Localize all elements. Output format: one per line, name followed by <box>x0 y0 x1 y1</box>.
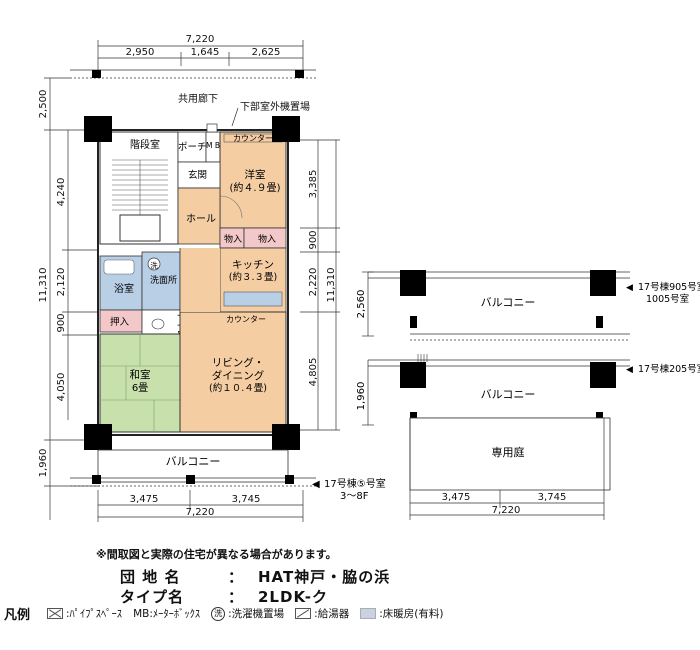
dim-right-part-2: 900 <box>308 230 319 249</box>
counter-top-label: カウンター <box>233 134 273 143</box>
living-size: (約１０.４畳) <box>209 382 267 394</box>
private-garden-label: 専用庭 <box>492 445 525 459</box>
legend-title: 凡例 <box>4 608 31 623</box>
balcony-main-label: バルコニー <box>166 455 221 468</box>
storage-1-label: 物入 <box>224 233 242 245</box>
dim-right-part-4: 4,805 <box>308 358 319 387</box>
western-room-label: 洋室 <box>245 168 266 181</box>
type-row: タイプ名 ： 2LDK-ク <box>120 586 328 607</box>
dim-bottom-part-1: 3,475 <box>130 494 159 505</box>
entrance-label: 玄関 <box>188 169 207 181</box>
dim-right-total: 11,310 <box>326 268 337 303</box>
dim-left-part-1: 4,240 <box>56 178 67 207</box>
living-dining <box>179 311 287 433</box>
legend: 凡例 :ﾊﾟｲﾌﾟｽﾍﾟｰｽ MB:ﾒｰﾀｰﾎﾞｯｸｽ 洗 :洗濯機置場 :給湯… <box>4 604 443 623</box>
alt-bottom-dimensions <box>409 490 605 520</box>
western-room <box>219 131 287 229</box>
floor-plan: 7,220 2,950 1,645 2,625 2,500 11,310 4,2… <box>38 34 700 522</box>
alt-dim-bottom-part-2: 3,745 <box>538 492 567 503</box>
dim-left-total: 11,310 <box>38 268 49 303</box>
top-dimensions <box>70 40 316 79</box>
legend-pipe: :ﾊﾟｲﾌﾟｽﾍﾟｰｽ <box>66 608 123 620</box>
balcony-main: バルコニー <box>70 449 316 487</box>
western-room-size: (約４.９畳) <box>230 181 281 194</box>
main-unit-arrow: ◀ <box>312 479 320 490</box>
water-heater-icon <box>295 608 312 619</box>
storage-2-label: 物入 <box>258 233 276 245</box>
bottom-dimensions <box>97 490 304 522</box>
disclaimer-note: ※間取図と実際の住宅が異なる場合があります。 <box>96 548 337 561</box>
porch: ポーチ M B <box>177 123 221 163</box>
bath-label: 浴室 <box>114 282 134 295</box>
alt-balcony-2: バルコニー 1,960 <box>356 354 630 426</box>
stair-label: 階段室 <box>130 138 160 151</box>
dim-right-part-1: 3,385 <box>308 170 319 199</box>
dim-bottom-part-2: 3,745 <box>232 494 261 505</box>
wash-machine-mark: 洗 <box>150 260 158 270</box>
alt2-tag: 17号棟205号室 <box>638 363 700 375</box>
right-dimensions <box>300 139 340 431</box>
living-dining-upper <box>180 248 220 312</box>
dim-left-part-4: 4,050 <box>56 373 67 402</box>
pipe-space-icon <box>47 608 64 619</box>
main-unit-tag: 17号棟⑤号室 <box>324 477 386 490</box>
living-label: リビング・ <box>212 356 265 369</box>
estate-label: 団 地 名 <box>120 568 181 586</box>
estate-sep: ： <box>228 568 245 586</box>
legend-heater: :給湯器 <box>314 608 350 620</box>
alt-balcony-1-label: バルコニー <box>481 296 536 309</box>
legend-wash: :洗濯機置場 <box>228 608 285 620</box>
legend-mb: MB:ﾒｰﾀｰﾎﾞｯｸｽ <box>133 608 201 620</box>
mb-label: M B <box>206 141 220 150</box>
alt-balcony-1-depth: 2,560 <box>356 290 367 319</box>
washroom-label: 洗面所 <box>150 274 177 286</box>
private-garden: 専用庭 <box>409 417 611 491</box>
dim-top-part-3: 2,625 <box>252 47 281 58</box>
kitchen-label: キッチン <box>232 259 274 271</box>
closet-label: 押入 <box>110 316 130 328</box>
japanese-room-size: 6畳 <box>132 382 148 394</box>
dim-left-bottom: 1,960 <box>38 449 49 478</box>
legend-floor: :床暖房(有料) <box>379 608 444 620</box>
main-unit-floors: 3～8F <box>340 491 369 502</box>
alt-balcony-2-depth: 1,960 <box>356 382 367 411</box>
columns <box>84 116 300 450</box>
estate-row: 団 地 名 ： HAT神戸・脇の浜 <box>120 566 390 587</box>
dim-left-top: 2,500 <box>38 90 49 119</box>
dim-top-part-1: 2,950 <box>126 47 155 58</box>
stair-room: 階段室 <box>99 131 179 245</box>
kitchen-size: (約３.３畳) <box>229 271 277 283</box>
dining-label: ダイニング <box>212 369 265 382</box>
corridor-label: 共用廊下 <box>178 92 218 105</box>
hall <box>177 187 221 245</box>
left-dimensions <box>44 77 100 520</box>
alt1-tag-b: 1005号室 <box>646 293 689 305</box>
porch-label: ポーチ <box>178 142 207 153</box>
outdoor-unit-label: 下部室外機置場 <box>240 100 310 113</box>
alt-dim-bottom-part-1: 3,475 <box>442 492 471 503</box>
type-label: タイプ名 <box>120 588 185 606</box>
dim-top-part-2: 1,645 <box>191 47 220 58</box>
alt-balcony-1: バルコニー 2,560 <box>356 270 630 341</box>
alt1-tag: 17号棟905号室 <box>638 281 700 293</box>
washing-machine-icon: 洗 <box>211 606 226 621</box>
dim-left-part-3: 900 <box>56 313 67 332</box>
estate-value: HAT神戸・脇の浜 <box>258 568 391 586</box>
counter-mid-label: カウンター <box>226 315 266 324</box>
dim-bottom-total: 7,220 <box>186 507 215 518</box>
type-value: 2LDK-ク <box>258 588 328 606</box>
alt2-arrow: ◀ <box>626 365 633 375</box>
dim-top-total: 7,220 <box>186 34 215 45</box>
type-sep: ： <box>228 588 245 606</box>
alt-dim-bottom-total: 7,220 <box>492 505 521 516</box>
alt-balcony-2-label: バルコニー <box>481 388 536 401</box>
floor-heating-icon <box>360 608 377 619</box>
dim-left-part-2: 2,120 <box>56 268 67 297</box>
japanese-room-label: 和室 <box>130 368 151 381</box>
alt1-arrow: ◀ <box>626 283 633 293</box>
dim-right-part-3: 2,220 <box>308 268 319 297</box>
hall-label: ホール <box>186 213 216 225</box>
